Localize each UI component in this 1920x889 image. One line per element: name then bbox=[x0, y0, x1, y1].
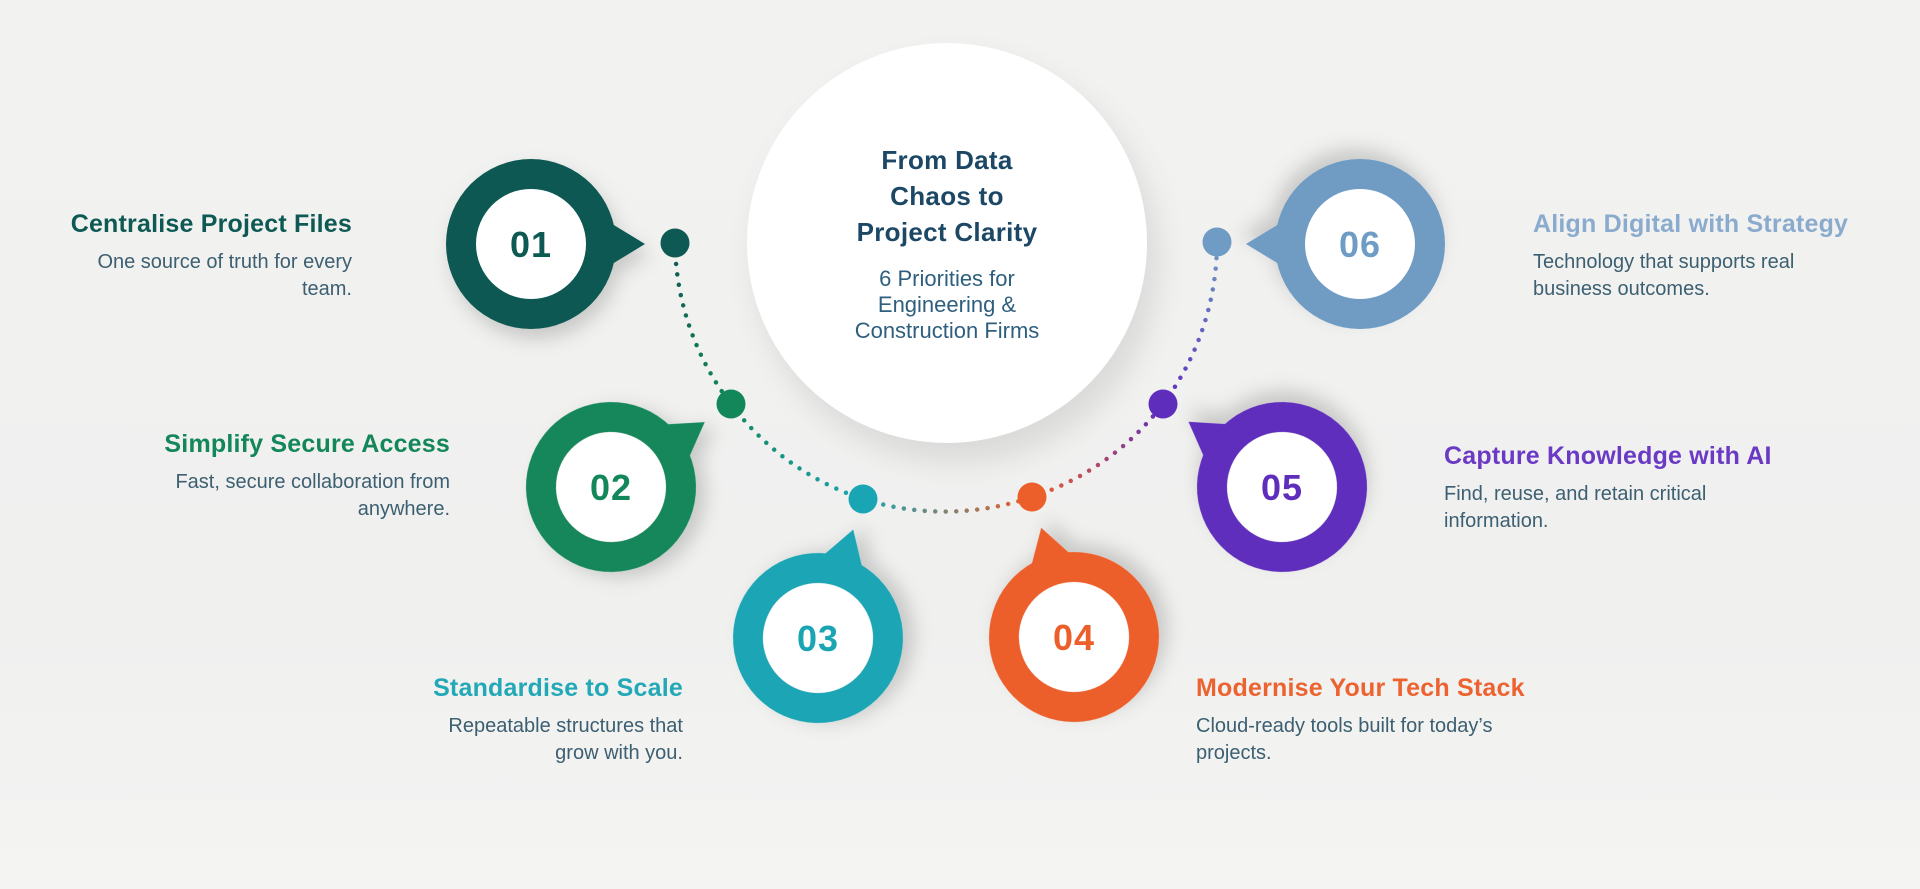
bubble-06-number: 06 bbox=[1339, 224, 1381, 265]
bubble-02 bbox=[526, 402, 705, 572]
center-subtitle-line-3: Construction Firms bbox=[854, 318, 1040, 343]
arc-dot-06 bbox=[1202, 227, 1232, 257]
arc-segment-3-4 bbox=[860, 494, 1035, 514]
bubble-01-number: 01 bbox=[510, 224, 552, 265]
center-circle: From Data Chaos to Project Clarity 6 Pri… bbox=[747, 43, 1147, 443]
item-04-text-block: Modernise Your Tech Stack Cloud-ready to… bbox=[1196, 673, 1525, 767]
arc-dot-04 bbox=[1017, 482, 1047, 512]
bubble-02-core bbox=[556, 432, 666, 542]
bubble-04 bbox=[989, 527, 1159, 722]
arc-dot-02 bbox=[716, 389, 746, 419]
center-subtitle: 6 Priorities for Engineering & Construct… bbox=[855, 266, 1040, 344]
item-06-text-block: Align Digital with Strategy Technology t… bbox=[1533, 209, 1863, 303]
arc-dot-01 bbox=[660, 228, 690, 258]
bubble-05-core bbox=[1227, 432, 1337, 542]
bubble-03-number: 03 bbox=[797, 618, 839, 659]
item-01-text-block: Centralise Project Files One source of t… bbox=[42, 209, 352, 303]
center-subtitle-line-2: Engineering & bbox=[877, 292, 1017, 317]
arc-dot-03 bbox=[848, 484, 878, 514]
center-title-line-1: From Data bbox=[881, 145, 1013, 175]
item-06-title: Align Digital with Strategy bbox=[1533, 210, 1849, 238]
item-04-description: Cloud-ready tools built for today’s proj… bbox=[1196, 715, 1493, 764]
item-02-title: Simplify Secure Access bbox=[164, 430, 450, 458]
bubble-04-number: 04 bbox=[1053, 617, 1095, 658]
arc-segment-4-5 bbox=[1029, 401, 1166, 500]
bubble-02-number: 02 bbox=[590, 467, 632, 508]
item-06-description: Technology that supports real business o… bbox=[1533, 251, 1795, 300]
item-03-title: Standardise to Scale bbox=[433, 674, 683, 702]
item-01-title: Centralise Project Files bbox=[70, 210, 352, 238]
bubble-05-number: 05 bbox=[1261, 467, 1303, 508]
bubble-01 bbox=[446, 159, 645, 329]
dotted-arc bbox=[672, 239, 1220, 514]
bubble-05 bbox=[1188, 402, 1367, 572]
bubble-04-core bbox=[1019, 582, 1129, 692]
bubble-06-core bbox=[1305, 189, 1415, 299]
item-03-text-block: Standardise to Scale Repeatable structur… bbox=[403, 673, 683, 767]
bubble-01-core bbox=[476, 189, 586, 299]
item-02-description: Fast, secure collaboration from anywhere… bbox=[175, 471, 450, 520]
center-title-line-3: Project Clarity bbox=[856, 217, 1038, 247]
center-title: From Data Chaos to Project Clarity bbox=[857, 142, 1038, 250]
item-03-description: Repeatable structures that grow with you… bbox=[448, 715, 683, 764]
bubble-06 bbox=[1246, 159, 1445, 329]
item-02-text-block: Simplify Secure Access Fast, secure coll… bbox=[120, 429, 450, 523]
item-05-description: Find, reuse, and retain critical informa… bbox=[1444, 483, 1707, 532]
center-title-line-2: Chaos to bbox=[890, 181, 1004, 211]
center-subtitle-line-1: 6 Priorities for bbox=[879, 266, 1015, 291]
bubble-03 bbox=[733, 529, 903, 723]
item-05-title: Capture Knowledge with AI bbox=[1444, 442, 1772, 470]
item-05-text-block: Capture Knowledge with AI Find, reuse, a… bbox=[1444, 441, 1794, 535]
arc-dot-05 bbox=[1148, 389, 1178, 419]
item-01-description: One source of truth for every team. bbox=[97, 251, 352, 300]
arc-segment-5-6 bbox=[1160, 239, 1220, 407]
arc-segment-1-2 bbox=[672, 240, 734, 407]
bubble-03-core bbox=[763, 583, 873, 693]
item-04-title: Modernise Your Tech Stack bbox=[1196, 674, 1525, 702]
arc-segment-2-3 bbox=[728, 401, 866, 502]
